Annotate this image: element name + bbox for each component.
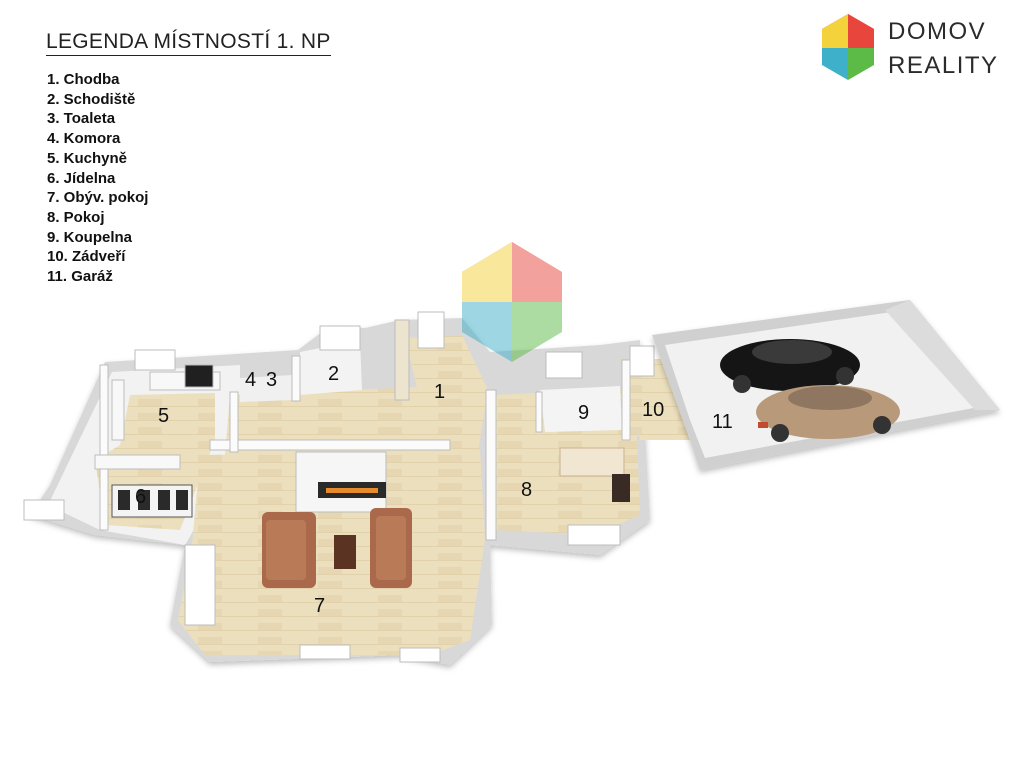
- room-label: 5: [158, 405, 169, 427]
- legend-item: 2. Schodiště: [47, 90, 136, 108]
- legend-item: 9. Koupelna: [47, 228, 133, 246]
- room-label: 11: [712, 411, 733, 433]
- windows: [23, 311, 655, 663]
- brand-logo: DOMOV REALITY: [818, 14, 1008, 84]
- room-label: 10: [642, 399, 664, 421]
- legend-list: 1. Chodba 2. Schodiště 3. Toaleta 4. Kom…: [47, 70, 148, 287]
- legend-item: 3. Toaleta: [47, 110, 116, 128]
- legend-item: 10. Zádveří: [47, 248, 126, 266]
- brand-name-line1: DOMOV: [888, 18, 987, 45]
- room-label: 2: [328, 363, 339, 385]
- coffee-table: [334, 535, 356, 569]
- room-label: 6: [135, 486, 146, 508]
- sofa-right: [370, 508, 412, 588]
- room-label: 3: [266, 369, 277, 391]
- legend-item: 1. Chodba: [47, 71, 120, 88]
- legend-item: 11. Garáž: [47, 268, 113, 286]
- legend-item: 5. Kuchyně: [47, 149, 128, 167]
- bed: [559, 447, 630, 502]
- fireplace: [318, 482, 386, 498]
- room-label: 8: [521, 479, 532, 501]
- room-labels: 1 2 3 4 5 6 7 8 9 10 11: [135, 363, 733, 617]
- brand-cube-icon: [822, 14, 874, 80]
- dining-table: [111, 484, 193, 518]
- legend-item: 6. Jídelna: [47, 169, 116, 187]
- kitchen-counter: [94, 364, 221, 470]
- legend-item: 8. Pokoj: [47, 208, 105, 226]
- legend-title: LEGENDA MÍSTNOSTÍ 1. NP: [46, 30, 331, 56]
- room-label: 9: [578, 402, 589, 424]
- brand-name-line2: REALITY: [888, 52, 999, 79]
- sofa-left: [262, 512, 316, 588]
- room-label: 1: [434, 381, 445, 403]
- car-beige: [756, 385, 900, 442]
- legend-item: 7. Obýv. pokoj: [47, 189, 149, 207]
- car-black: [720, 339, 860, 393]
- legend-item: 4. Komora: [47, 130, 121, 148]
- room-label: 4: [245, 369, 256, 391]
- room-label: 7: [314, 595, 325, 617]
- watermark-cube-icon: [462, 242, 562, 362]
